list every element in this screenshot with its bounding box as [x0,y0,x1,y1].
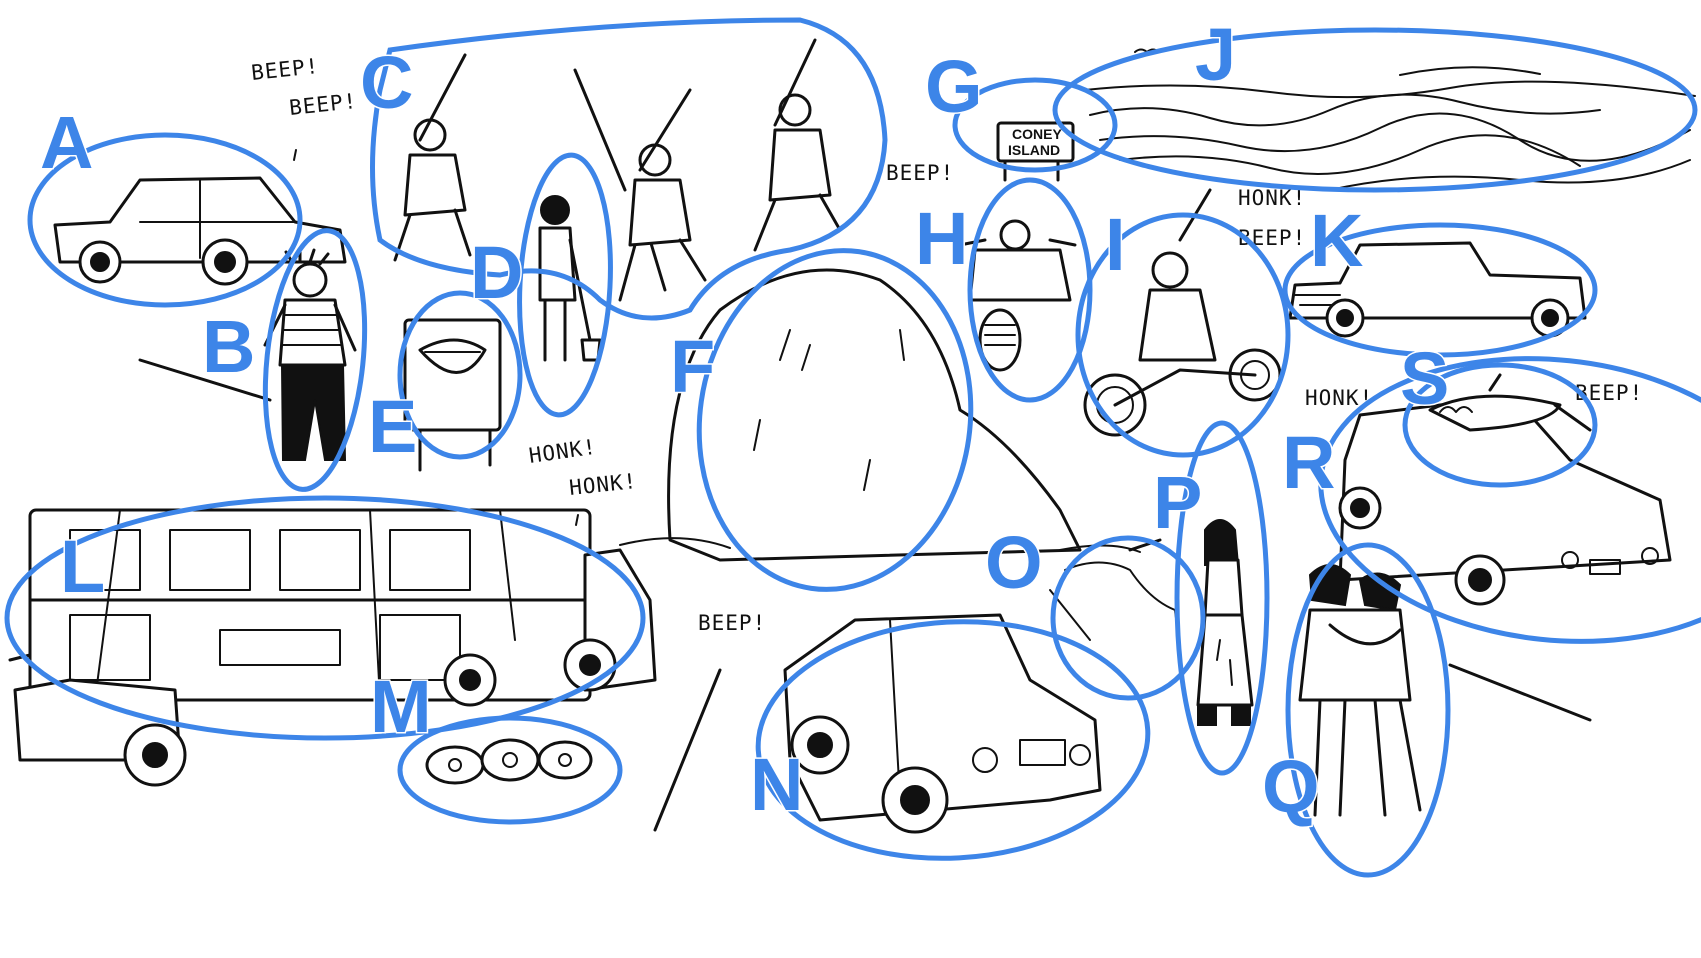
sound-beep-4: BEEP! [1238,226,1306,250]
label-p[interactable]: P [1152,460,1204,546]
woman-with-shovel [538,195,602,362]
ring-l[interactable] [4,495,646,741]
sound-beep-1: BEEP! [250,54,320,85]
label-f[interactable]: F [669,324,717,410]
woman-standing [1196,519,1254,726]
label-k[interactable]: K [1309,198,1365,284]
ring-j[interactable] [1052,27,1698,193]
region-letters: A B C D E F G H I J K L M N O P Q R S [39,12,1451,830]
ring-q[interactable] [1285,542,1451,878]
sign-line-2: ISLAND [1008,142,1060,158]
car-r [1338,398,1672,606]
car-k [1288,241,1587,338]
label-a[interactable]: A [39,100,95,186]
label-r[interactable]: R [1281,420,1337,506]
ring-n[interactable] [752,612,1154,868]
ring-a[interactable] [27,132,303,308]
ring-b[interactable] [254,226,377,495]
samurai-group [393,38,842,302]
highlight-rings [4,17,1701,878]
ring-h[interactable] [967,177,1093,403]
sound-honk-3: HONK! [568,469,638,500]
label-c[interactable]: C [359,40,415,126]
sound-honk-2: HONK! [527,435,598,468]
striped-man [263,248,357,461]
big-rock [619,268,1141,562]
label-g[interactable]: G [924,44,985,130]
clams [425,738,593,785]
label-j[interactable]: J [1194,12,1238,98]
label-n[interactable]: N [749,742,805,828]
label-e[interactable]: E [367,384,419,470]
car-n [783,613,1102,834]
ring-c[interactable] [370,17,888,321]
ring-o[interactable] [1050,535,1206,701]
sound-effects: BEEP! BEEP! BEEP! HONK! BEEP! HONK! HONK… [250,54,1642,635]
ring-m[interactable] [397,715,623,825]
car-carrier-truck [13,508,657,787]
ring-e[interactable] [397,290,523,460]
hugging-couple [1298,564,1422,817]
ring-g[interactable] [952,77,1118,173]
sound-beep-5: BEEP! [698,611,766,635]
ring-d[interactable] [513,152,616,418]
ocean-waves [1084,48,1696,191]
ring-f[interactable] [678,233,993,607]
label-h[interactable]: H [914,196,970,282]
ring-s[interactable] [1402,362,1598,488]
label-s[interactable]: S [1399,336,1451,422]
person-lying [1428,373,1592,432]
coney-island-sign: CONEY ISLAND [996,121,1075,182]
road-edge [1049,561,1181,651]
sound-beep-2: BEEP! [288,89,358,120]
label-o[interactable]: O [984,520,1045,606]
sound-beep-3: BEEP! [886,161,954,185]
ring-k[interactable] [1282,222,1598,358]
label-l[interactable]: L [59,524,107,610]
ring-i[interactable] [1075,212,1291,458]
car-a [53,176,347,286]
label-d[interactable]: D [469,230,525,316]
label-b[interactable]: B [201,304,257,390]
ring-p[interactable] [1174,420,1270,776]
sign-line-1: CONEY [1012,126,1062,142]
motorcycle-rider [1083,251,1282,437]
label-q[interactable]: Q [1261,744,1322,830]
mouth-sign [403,318,502,472]
label-m[interactable]: M [369,664,434,750]
sound-honk-1: HONK! [1238,186,1306,210]
ring-r[interactable] [1307,336,1701,664]
label-i[interactable]: I [1104,202,1128,288]
